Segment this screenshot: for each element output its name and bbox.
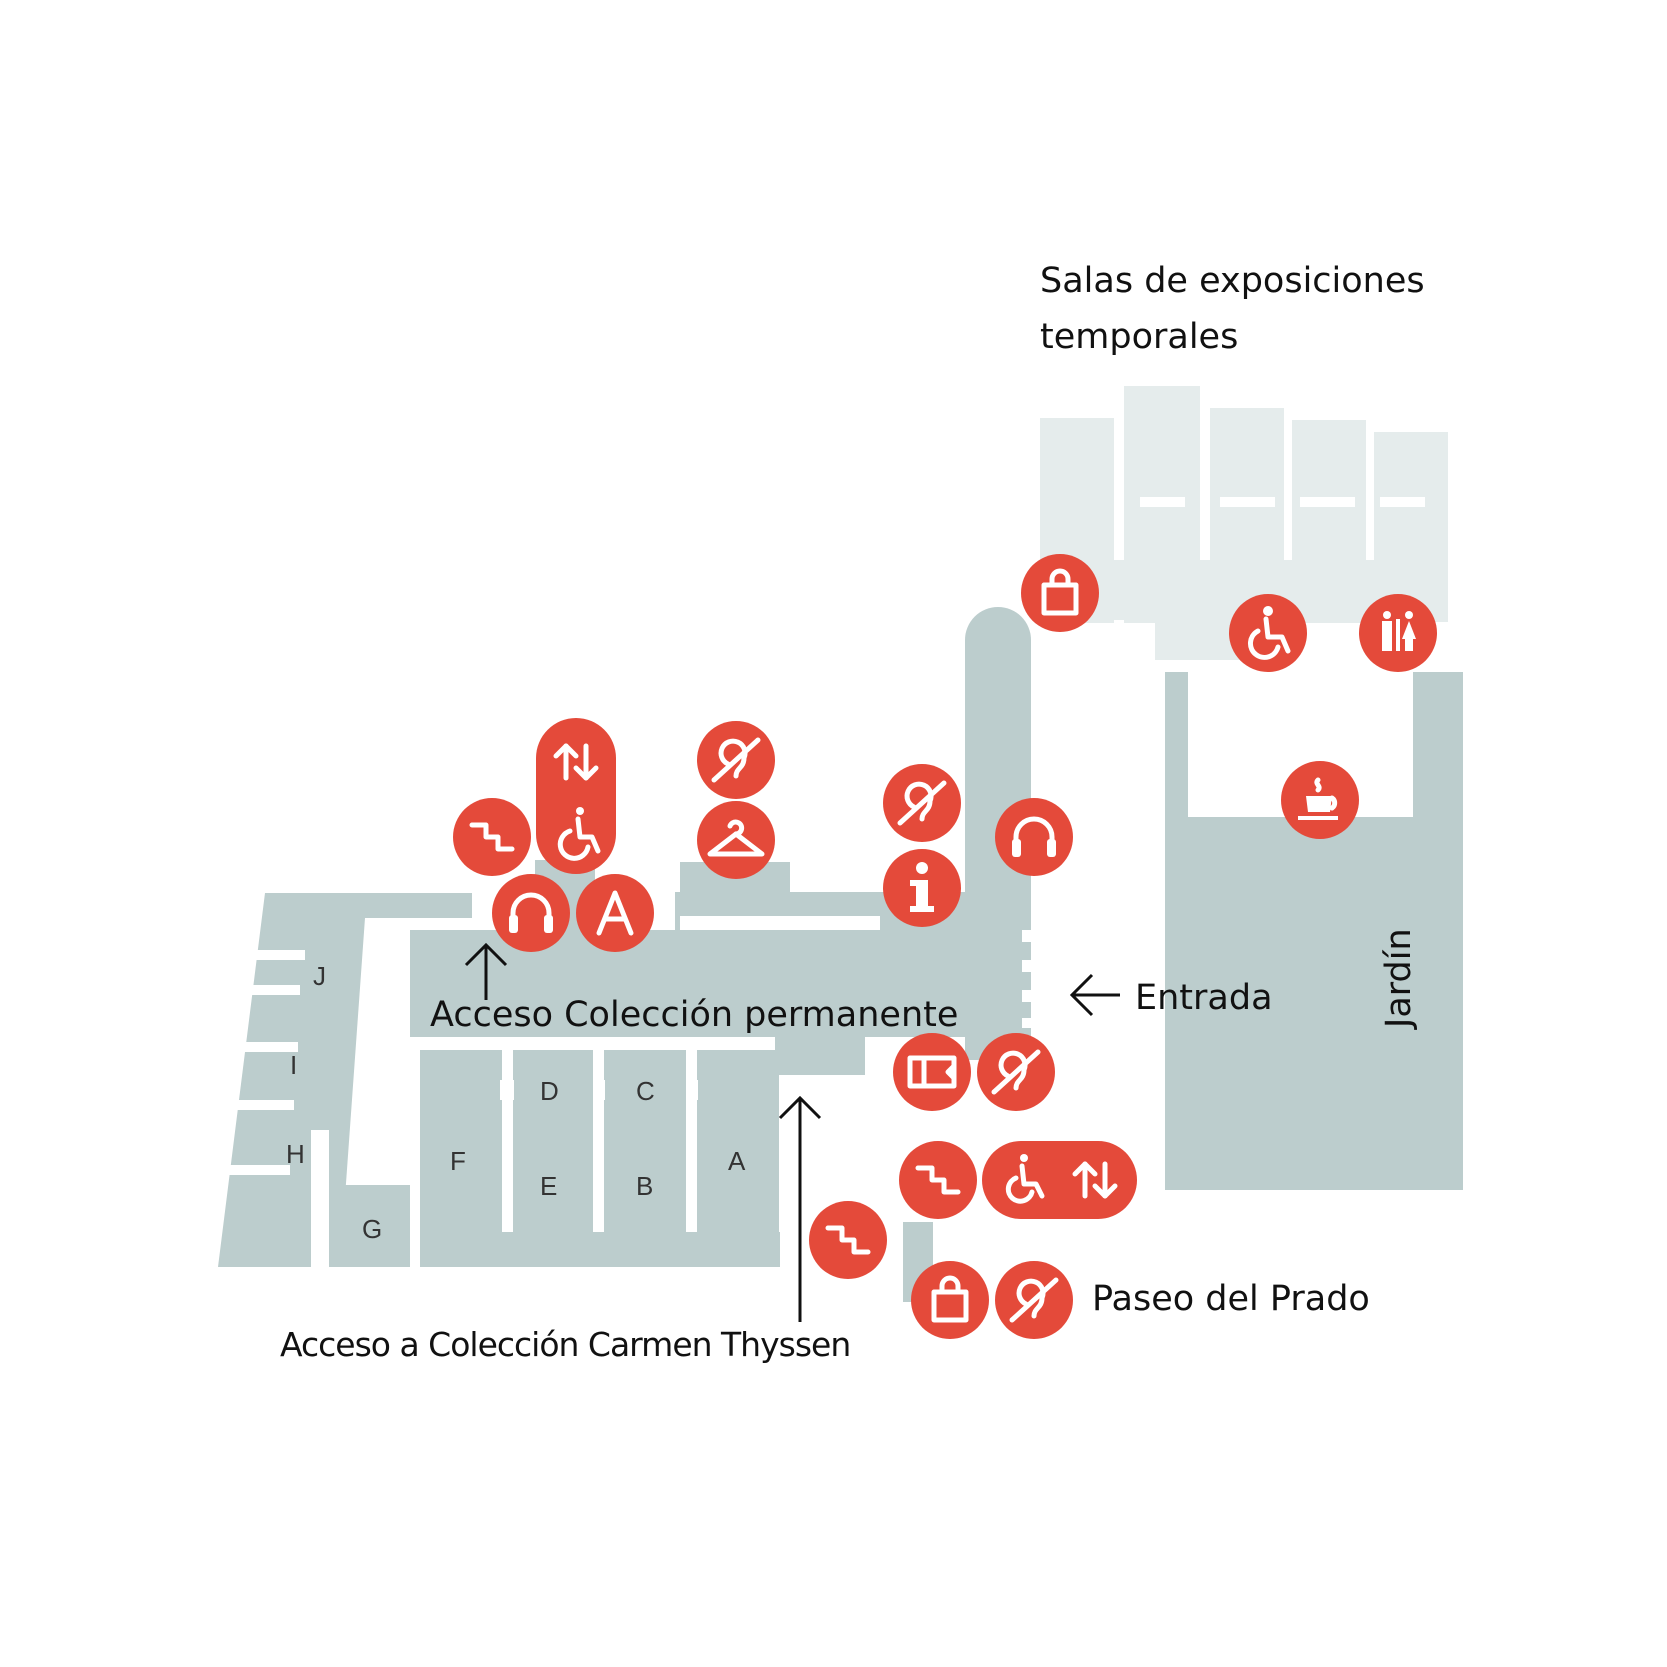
room-F: F	[450, 1146, 466, 1176]
hearing-loop-icon	[977, 1033, 1055, 1111]
arrows	[464, 942, 1120, 1322]
room-A: A	[728, 1146, 746, 1176]
gallery-DE	[513, 1050, 593, 1267]
accessible-icon	[557, 807, 601, 861]
shop-icon	[911, 1261, 989, 1339]
audioguide-icon	[995, 798, 1073, 876]
hearing-loop-icon	[883, 764, 961, 842]
access-permanent-label: Acceso Colección permanente	[430, 995, 958, 1035]
cafe-icon	[1281, 761, 1359, 839]
elevator-icon	[1072, 1161, 1118, 1199]
street-label: Paseo del Prado	[1092, 1279, 1370, 1319]
arrow-left-entrance	[1069, 973, 1120, 1017]
elevator-accessible-pill	[536, 718, 616, 874]
arrow-up-permanent	[464, 942, 508, 1000]
stairs-icon	[453, 798, 531, 876]
main-hall	[410, 930, 1030, 1037]
temporary-room-dividers	[1140, 497, 1425, 507]
shop-icon	[1021, 554, 1099, 632]
gallery-A	[697, 1050, 779, 1267]
stairs-icon	[809, 1201, 887, 1279]
toilets-icon	[1359, 594, 1437, 672]
a-label-icon	[576, 874, 654, 952]
room-E: E	[540, 1171, 557, 1201]
room-B: B	[636, 1171, 653, 1201]
room-H: H	[286, 1139, 305, 1169]
ticket-icon	[893, 1033, 971, 1111]
accessible-icon	[1229, 594, 1307, 672]
room-labels: J I H G F D E C B A	[286, 961, 746, 1244]
accessible-elevator-pill	[982, 1141, 1137, 1219]
hearing-loop-icon	[995, 1261, 1073, 1339]
cloakroom-icon	[697, 801, 775, 879]
info-icon	[883, 849, 961, 927]
stairs-icon	[899, 1141, 977, 1219]
elevator-icon	[553, 743, 599, 781]
temporary-exhibition-rooms	[1040, 386, 1448, 660]
garden-label: Jardín	[1379, 928, 1419, 1030]
gallery-F	[420, 1050, 502, 1267]
temporary-rooms-title-line2: temporales	[1040, 317, 1238, 357]
entrance-label: Entrada	[1135, 978, 1273, 1018]
room-I: I	[290, 1050, 297, 1080]
gallery-CB	[604, 1050, 686, 1267]
map-cutouts	[228, 672, 1413, 1270]
room-G: G	[362, 1214, 382, 1244]
audioguide-icon	[492, 874, 570, 952]
access-carmen-label: Acceso a Colección Carmen Thyssen	[280, 1325, 850, 1364]
room-J: J	[313, 961, 326, 991]
arrow-up-carmen	[778, 1095, 822, 1322]
room-D: D	[540, 1076, 559, 1106]
temporary-rooms-title-line1: Salas de exposiciones	[1040, 261, 1425, 301]
room-C: C	[636, 1076, 655, 1106]
hearing-loop-icon	[697, 721, 775, 799]
accessible-icon	[1005, 1154, 1045, 1204]
